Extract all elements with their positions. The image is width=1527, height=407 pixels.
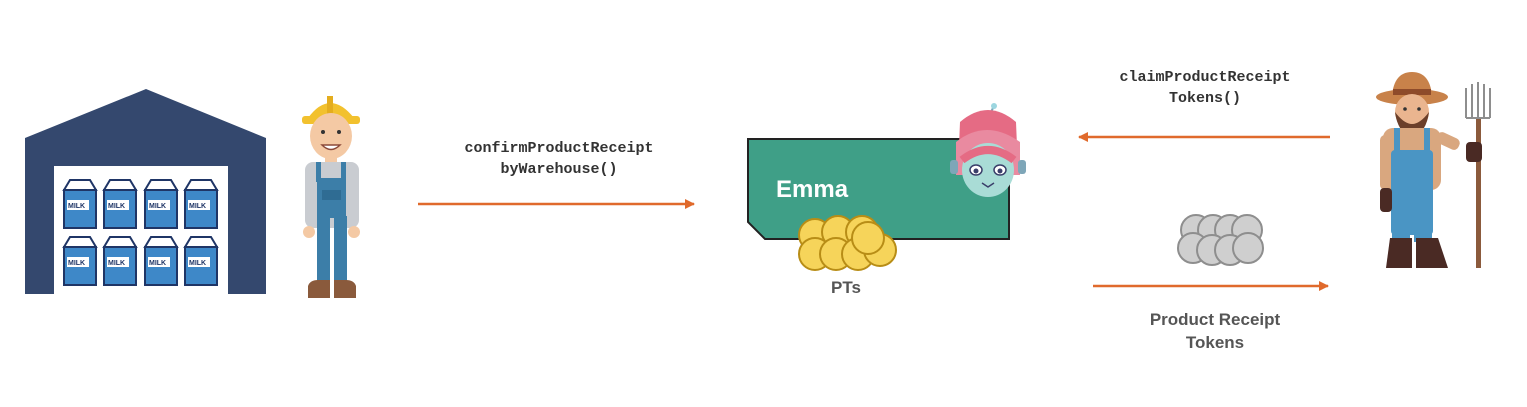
- product-receipt-tokens-line2: Tokens: [1185, 333, 1245, 352]
- milk-carton-label: MILK: [68, 260, 85, 267]
- confirm-receipt-function-line1: confirmProductReceipt: [464, 140, 654, 157]
- confirm-receipt-function-line2: byWarehouse(): [500, 161, 618, 178]
- warehouse-icon: MILK MILK MILK MILK MILK MILK MILK MILK: [25, 89, 266, 294]
- milk-carton-label: MILK: [108, 260, 125, 267]
- gold-coins: [798, 215, 897, 271]
- milk-carton-label: MILK: [68, 203, 85, 210]
- milk-cartons: MILK MILK MILK MILK MILK MILK MILK MILK: [62, 179, 219, 286]
- farmer-icon: [1376, 72, 1491, 268]
- claim-tokens-function-label: claimProductReceipt Tokens(): [1080, 67, 1330, 109]
- wallet-tokens-label: PTs: [831, 278, 861, 297]
- robot-avatar-icon: [950, 103, 1026, 197]
- milk-carton-label: MILK: [189, 260, 206, 267]
- product-receipt-tokens-label: Product Receipt Tokens: [1115, 308, 1315, 354]
- milk-carton-icon: MILK: [143, 236, 179, 286]
- milk-carton-label: MILK: [108, 203, 125, 210]
- claim-tokens-function-line1: claimProductReceipt: [1119, 69, 1291, 86]
- milk-carton-label: MILK: [189, 203, 206, 210]
- grey-tokens: [1177, 214, 1264, 266]
- milk-carton-icon: MILK: [183, 236, 219, 286]
- wallet-owner-name: Emma: [776, 176, 849, 203]
- warehouse-worker-icon: [302, 96, 360, 298]
- milk-carton-icon: MILK: [102, 179, 138, 229]
- milk-carton-icon: MILK: [183, 179, 219, 229]
- milk-carton-label: MILK: [149, 203, 166, 210]
- milk-carton-icon: MILK: [62, 236, 98, 286]
- claim-tokens-function-line2: Tokens(): [1168, 90, 1241, 107]
- grey-token: [1232, 232, 1264, 264]
- gold-coin: [851, 221, 885, 255]
- milk-carton-icon: MILK: [143, 179, 179, 229]
- milk-carton-icon: MILK: [62, 179, 98, 229]
- product-receipt-tokens-line1: Product Receipt: [1149, 310, 1281, 329]
- milk-carton-label: MILK: [149, 260, 166, 267]
- confirm-receipt-function-label: confirmProductReceipt byWarehouse(): [430, 138, 688, 180]
- milk-carton-icon: MILK: [102, 236, 138, 286]
